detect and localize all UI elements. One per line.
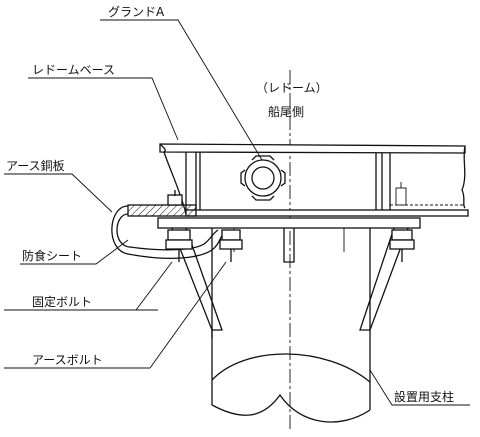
earth-copper-plate — [127, 190, 197, 217]
label-radome: （レドーム） — [256, 81, 328, 95]
gland-a — [240, 155, 286, 201]
radome-base — [159, 143, 469, 217]
label-mounting-pole: 設置用支柱 — [394, 389, 454, 404]
label-earth-plate: アース銅板 — [6, 159, 65, 173]
label-anticorrosion-sheet: 防食シート — [22, 248, 82, 263]
fixing-bolt-left — [165, 229, 193, 262]
leader-lines — [4, 19, 470, 406]
mounting-pole — [211, 226, 371, 423]
mounting-bracket — [157, 217, 421, 338]
label-fixing-bolt: 固定ボルト — [32, 294, 92, 309]
earth-strap — [111, 205, 227, 260]
label-stern-side: 船尾側 — [268, 105, 304, 119]
label-gland-a: グランドA — [108, 5, 165, 19]
label-earth-bolt: アースボルト — [32, 353, 103, 367]
label-radome-base: レドームベース — [32, 63, 115, 77]
fixing-bolt-right — [389, 182, 415, 262]
earth-bolt — [219, 229, 243, 262]
